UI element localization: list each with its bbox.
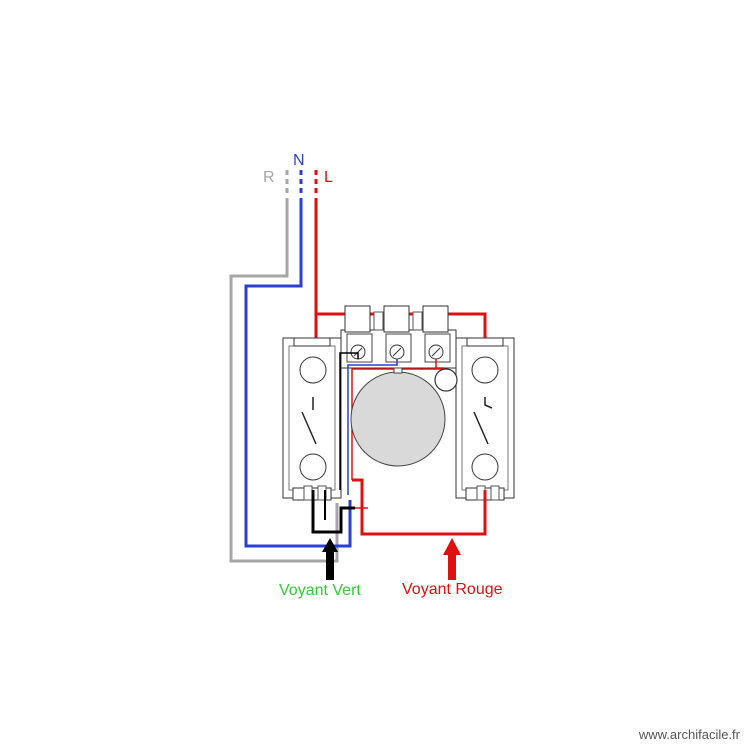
left-switch-module xyxy=(282,337,342,501)
right-switch-module xyxy=(455,337,515,501)
arrow-voyant-rouge xyxy=(443,538,461,580)
arrow-voyant-vert xyxy=(322,538,338,580)
wire-red-output xyxy=(352,478,487,536)
wire-internal-red xyxy=(351,368,445,480)
wire-internal-blue xyxy=(347,359,398,495)
wire-label-l: L xyxy=(324,169,333,186)
watermark-text: www.archifacile.fr xyxy=(638,727,740,742)
wire-black-output xyxy=(311,490,355,534)
label-voyant-rouge: Voyant Rouge xyxy=(402,581,503,598)
rotary-device xyxy=(350,371,446,467)
wire-n xyxy=(244,198,352,548)
wire-internal-black xyxy=(339,352,359,490)
wire-internal-red-top xyxy=(435,359,444,369)
indicator-bulb xyxy=(434,368,458,392)
label-voyant-vert: Voyant Vert xyxy=(279,582,361,599)
wire-label-n: N xyxy=(293,152,305,169)
wire-l-bus xyxy=(316,312,487,346)
wire-label-r: R xyxy=(263,169,275,186)
terminal-block xyxy=(340,305,457,369)
